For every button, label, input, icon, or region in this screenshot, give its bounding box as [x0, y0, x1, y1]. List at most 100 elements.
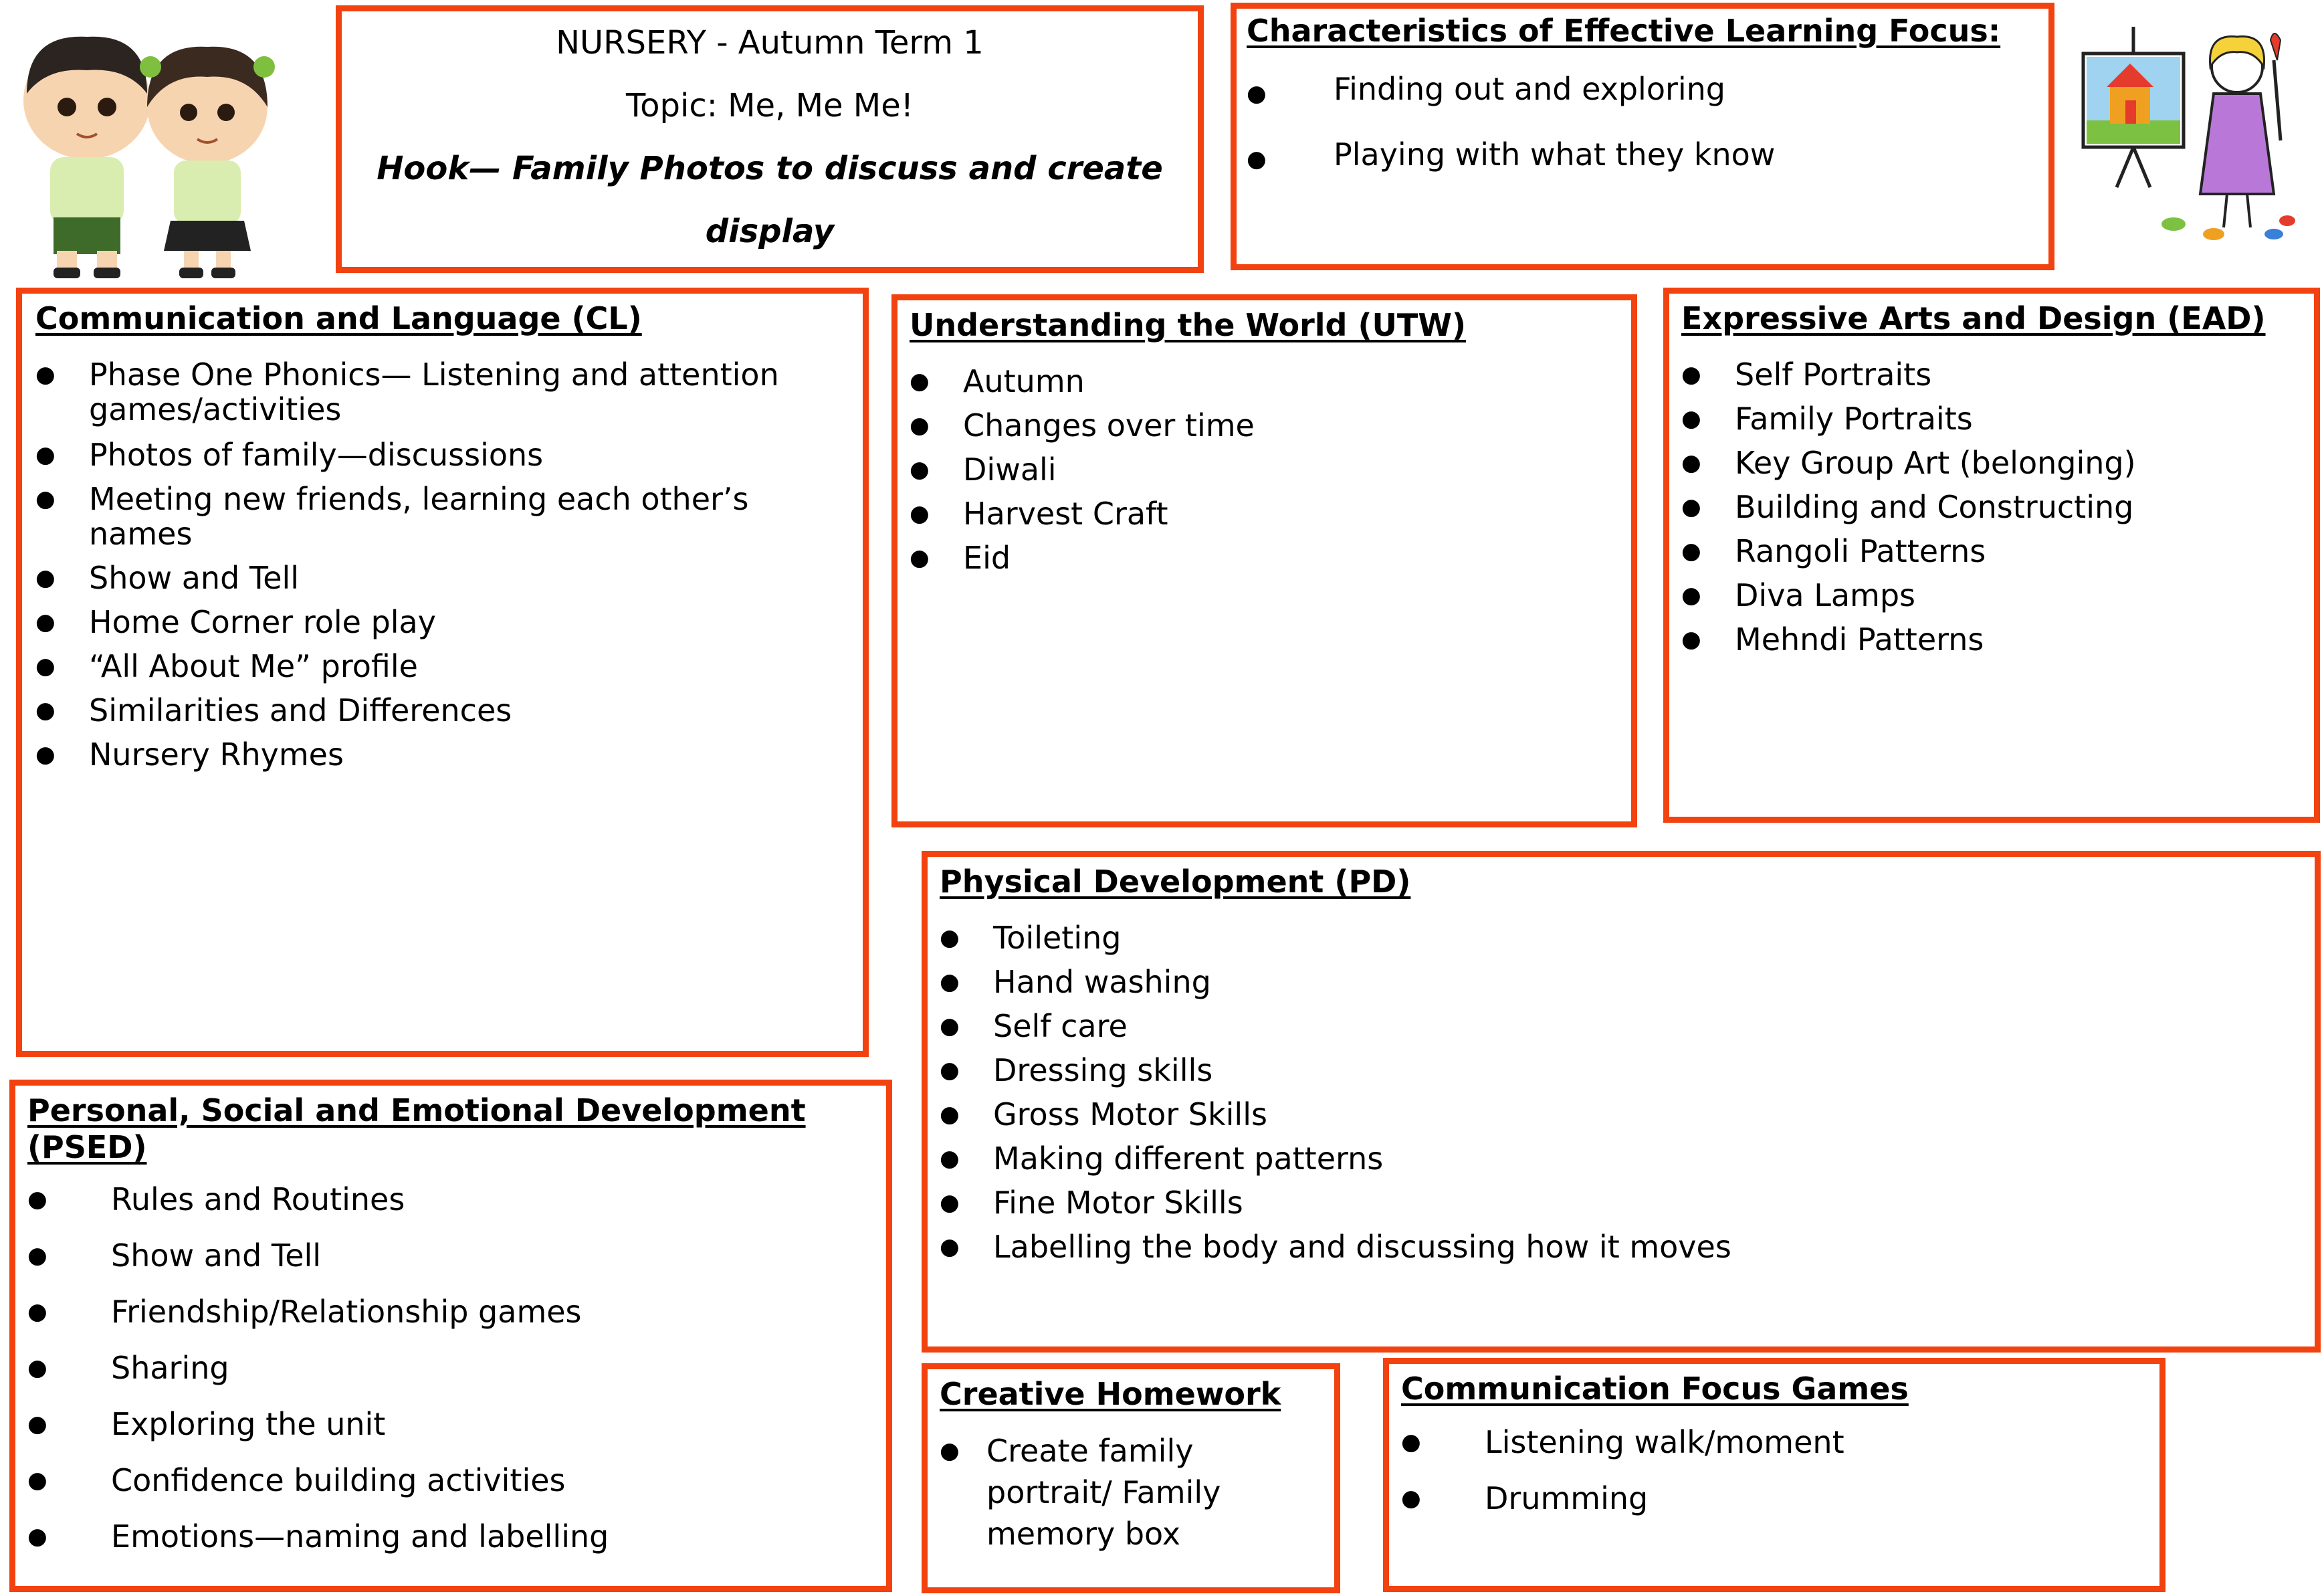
bullet-icon: ● — [910, 456, 930, 484]
header-title: NURSERY - Autumn Term 1 — [556, 24, 984, 62]
cofel-box: Characteristics of Effective Learning Fo… — [1231, 3, 2054, 270]
bullet-icon: ● — [35, 697, 56, 724]
bullet-icon: ● — [940, 1233, 960, 1261]
list-item: ●Show and Tell — [27, 1235, 874, 1276]
header-hook-line1: Hook— Family Photos to discuss and creat… — [377, 150, 1163, 187]
bullet-icon: ● — [27, 1411, 47, 1438]
header-hook: Hook— Family Photos to discuss and creat… — [355, 137, 1184, 263]
cofel-list: ●Finding out and exploring ●Playing with… — [1247, 71, 2038, 202]
list-item: ●Finding out and exploring — [1247, 71, 1726, 108]
bullet-icon: ● — [910, 500, 930, 528]
bullet-icon: ● — [940, 1013, 960, 1040]
ead-title: Expressive Arts and Design (EAD) — [1681, 300, 2266, 336]
list-item: ●Harvest Craft — [910, 496, 1168, 532]
list-item: ●Self Portraits — [1681, 357, 1932, 393]
header-hook-line2: display — [705, 213, 835, 250]
bullet-icon: ● — [27, 1523, 47, 1551]
list-item: ●Key Group Art (belonging) — [1681, 445, 2136, 482]
list-item: ●Labelling the body and discussing how i… — [940, 1229, 1731, 1266]
psed-list: ●Rules and Routines ●Show and Tell ●Frie… — [27, 1179, 874, 1557]
list-item: ●Similarities and Differences — [35, 692, 512, 729]
list-item: ●Sharing — [27, 1348, 874, 1388]
bullet-icon: ● — [27, 1467, 47, 1494]
bullet-icon: ● — [910, 368, 930, 395]
bullet-icon: ● — [27, 1298, 47, 1326]
bullet-icon: ● — [1681, 494, 1701, 521]
list-item: ●Diva Lamps — [1681, 577, 1916, 614]
list-item: ●Drumming — [1401, 1478, 2147, 1518]
ead-list: ●Self Portraits ●Family Portraits ●Key G… — [1681, 357, 2302, 657]
list-item: ●Gross Motor Skills — [940, 1096, 1267, 1133]
list-item: ●Phase One Phonics— Listening and attent… — [35, 357, 779, 428]
bullet-icon: ● — [940, 1437, 960, 1465]
bullet-icon: ● — [35, 486, 56, 513]
cfg-box: Communication Focus Games ●Listening wal… — [1383, 1358, 2165, 1592]
list-item: ●Home Corner role play — [35, 604, 436, 641]
homework-box: Creative Homework ●Create family portrai… — [922, 1363, 1340, 1593]
psed-box: Personal, Social and Emotional Developme… — [9, 1080, 892, 1592]
homework-title: Creative Homework — [940, 1376, 1281, 1412]
list-item: ●Create family portrait/ Family memory b… — [940, 1430, 1322, 1555]
cfg-list: ●Listening walk/moment ●Drumming — [1401, 1422, 2147, 1518]
cofel-title: Characteristics of Effective Learning Fo… — [1247, 13, 2001, 49]
cfg-title: Communication Focus Games — [1401, 1371, 1909, 1407]
list-item: ●Show and Tell — [35, 560, 300, 597]
bullet-icon: ● — [940, 1057, 960, 1084]
list-item: ●Dressing skills — [940, 1052, 1213, 1089]
list-item: ●Diwali — [910, 452, 1057, 488]
bullet-icon: ● — [35, 441, 56, 469]
bullet-icon: ● — [1681, 450, 1701, 477]
bullet-icon: ● — [1401, 1429, 1421, 1456]
list-item: ●Building and Constructing — [1681, 489, 2134, 526]
psed-title: Personal, Social and Emotional Developme… — [27, 1092, 806, 1166]
bullet-icon: ● — [910, 412, 930, 439]
cl-title: Communication and Language (CL) — [35, 300, 642, 336]
list-item: ●Eid — [910, 540, 1011, 577]
bullet-icon: ● — [35, 653, 56, 680]
bullet-icon: ● — [910, 544, 930, 572]
bullet-icon: ● — [1681, 538, 1701, 565]
bullet-icon: ● — [1681, 405, 1701, 433]
bullet-icon: ● — [1401, 1485, 1421, 1512]
list-item: ●Mehndi Patterns — [1681, 621, 1984, 658]
bullet-icon: ● — [35, 741, 56, 769]
list-item: ●Self care — [940, 1008, 1128, 1045]
pd-title: Physical Development (PD) — [940, 864, 1411, 900]
bullet-icon: ● — [35, 609, 56, 636]
utw-list: ●Autumn ●Changes over time ●Diwali ●Harv… — [910, 364, 1619, 575]
list-item: ●“All About Me” profile — [35, 648, 418, 685]
list-item: ●Making different patterns — [940, 1140, 1384, 1177]
bullet-icon: ● — [940, 969, 960, 996]
list-item: ●Changes over time — [910, 407, 1255, 444]
bullet-icon: ● — [35, 565, 56, 592]
list-item: ●Nursery Rhymes — [35, 736, 344, 773]
list-item: ●Emotions—naming and labelling — [27, 1516, 874, 1557]
list-item: ●Playing with what they know — [1247, 136, 1776, 173]
bullet-icon: ● — [1681, 626, 1701, 654]
ead-box: Expressive Arts and Design (EAD) ●Self P… — [1663, 288, 2320, 823]
bullet-icon: ● — [1247, 80, 1267, 108]
list-item: ●Exploring the unit — [27, 1404, 874, 1444]
list-item: ●Family Portraits — [1681, 401, 1973, 437]
bullet-icon: ● — [1681, 361, 1701, 389]
list-item: ●Toileting — [940, 920, 1122, 957]
bullet-icon: ● — [940, 1189, 960, 1217]
list-item: ●Autumn — [910, 363, 1085, 400]
header-topic: Topic: Me, Me Me! — [625, 87, 914, 124]
list-item: ●Rangoli Patterns — [1681, 533, 1986, 570]
bullet-icon: ● — [1681, 582, 1701, 609]
bullet-icon: ● — [27, 1186, 47, 1213]
children-illustration — [23, 36, 275, 278]
homework-list: ●Create family portrait/ Family memory b… — [940, 1430, 1322, 1555]
list-item: ●Photos of family—discussions — [35, 437, 544, 474]
bullet-icon: ● — [940, 1145, 960, 1173]
list-item: ●Rules and Routines — [27, 1179, 874, 1219]
cl-list: ●Phase One Phonics— Listening and attent… — [35, 357, 849, 772]
list-item: ●Confidence building activities — [27, 1460, 874, 1500]
pd-list: ●Toileting ●Hand washing ●Self care ●Dre… — [940, 920, 2303, 1264]
list-item: ●Friendship/Relationship games — [27, 1292, 874, 1332]
list-item: ●Meeting new friends, learning each othe… — [35, 481, 749, 553]
child-painting-illustration — [2081, 27, 2295, 240]
list-item: ●Hand washing — [940, 964, 1211, 1001]
list-item: ●Listening walk/moment — [1401, 1422, 2147, 1462]
